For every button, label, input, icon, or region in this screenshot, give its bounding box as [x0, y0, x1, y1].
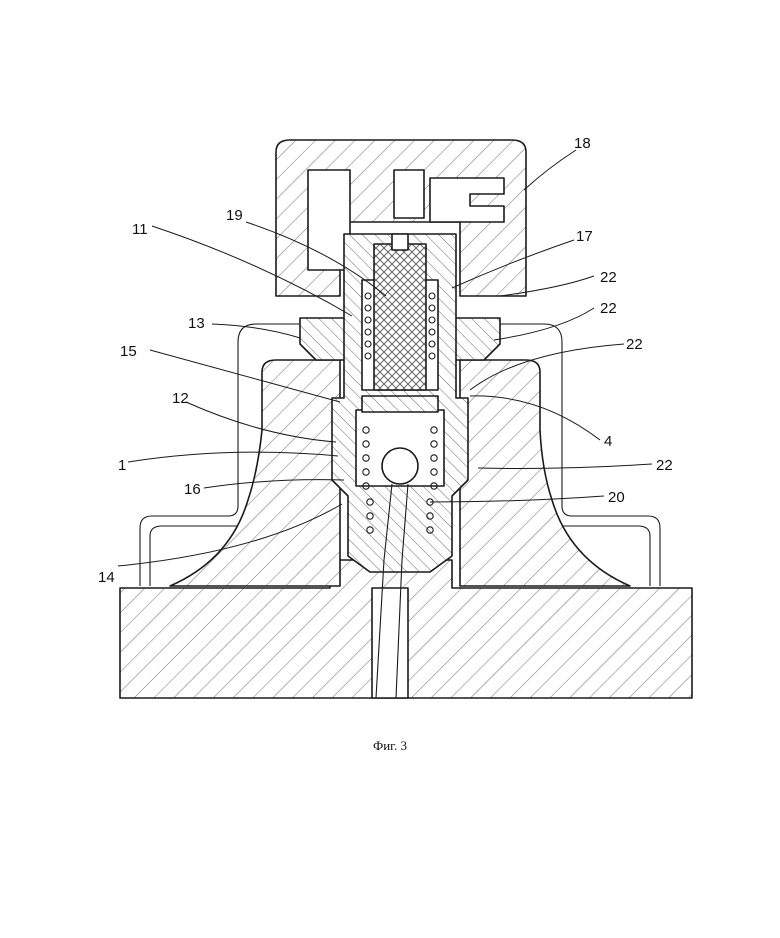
- valve-seat-plate: [362, 396, 438, 412]
- numeral-18: 18: [574, 135, 591, 152]
- numeral-17: 17: [576, 228, 593, 245]
- numeral-4: 4: [604, 433, 612, 450]
- collar-left: [300, 318, 350, 360]
- numeral-16: 16: [184, 481, 201, 498]
- numeral-22-c: 22: [626, 336, 643, 353]
- collar-right: [450, 318, 500, 360]
- numeral-22-a: 22: [600, 269, 617, 286]
- numeral-19: 19: [226, 207, 243, 224]
- leader-13: [212, 324, 300, 338]
- figure-caption: Фиг. 3: [0, 738, 780, 754]
- check-ball: [382, 448, 418, 484]
- plunger-stem: [374, 244, 426, 390]
- left-boss: [170, 360, 340, 586]
- right-boss: [460, 360, 630, 586]
- numeral-14: 14: [98, 569, 115, 586]
- numeral-13: 13: [188, 315, 205, 332]
- cap-cavity-right: [394, 170, 424, 218]
- leader-18: [524, 150, 576, 190]
- stem-tip: [392, 234, 408, 250]
- numeral-1: 1: [118, 457, 126, 474]
- numeral-12: 12: [172, 390, 189, 407]
- numeral-22-b: 22: [600, 300, 617, 317]
- numeral-11: 11: [132, 221, 148, 238]
- numeral-15: 15: [120, 343, 137, 360]
- numeral-22-d: 22: [656, 457, 673, 474]
- numeral-20: 20: [608, 489, 625, 506]
